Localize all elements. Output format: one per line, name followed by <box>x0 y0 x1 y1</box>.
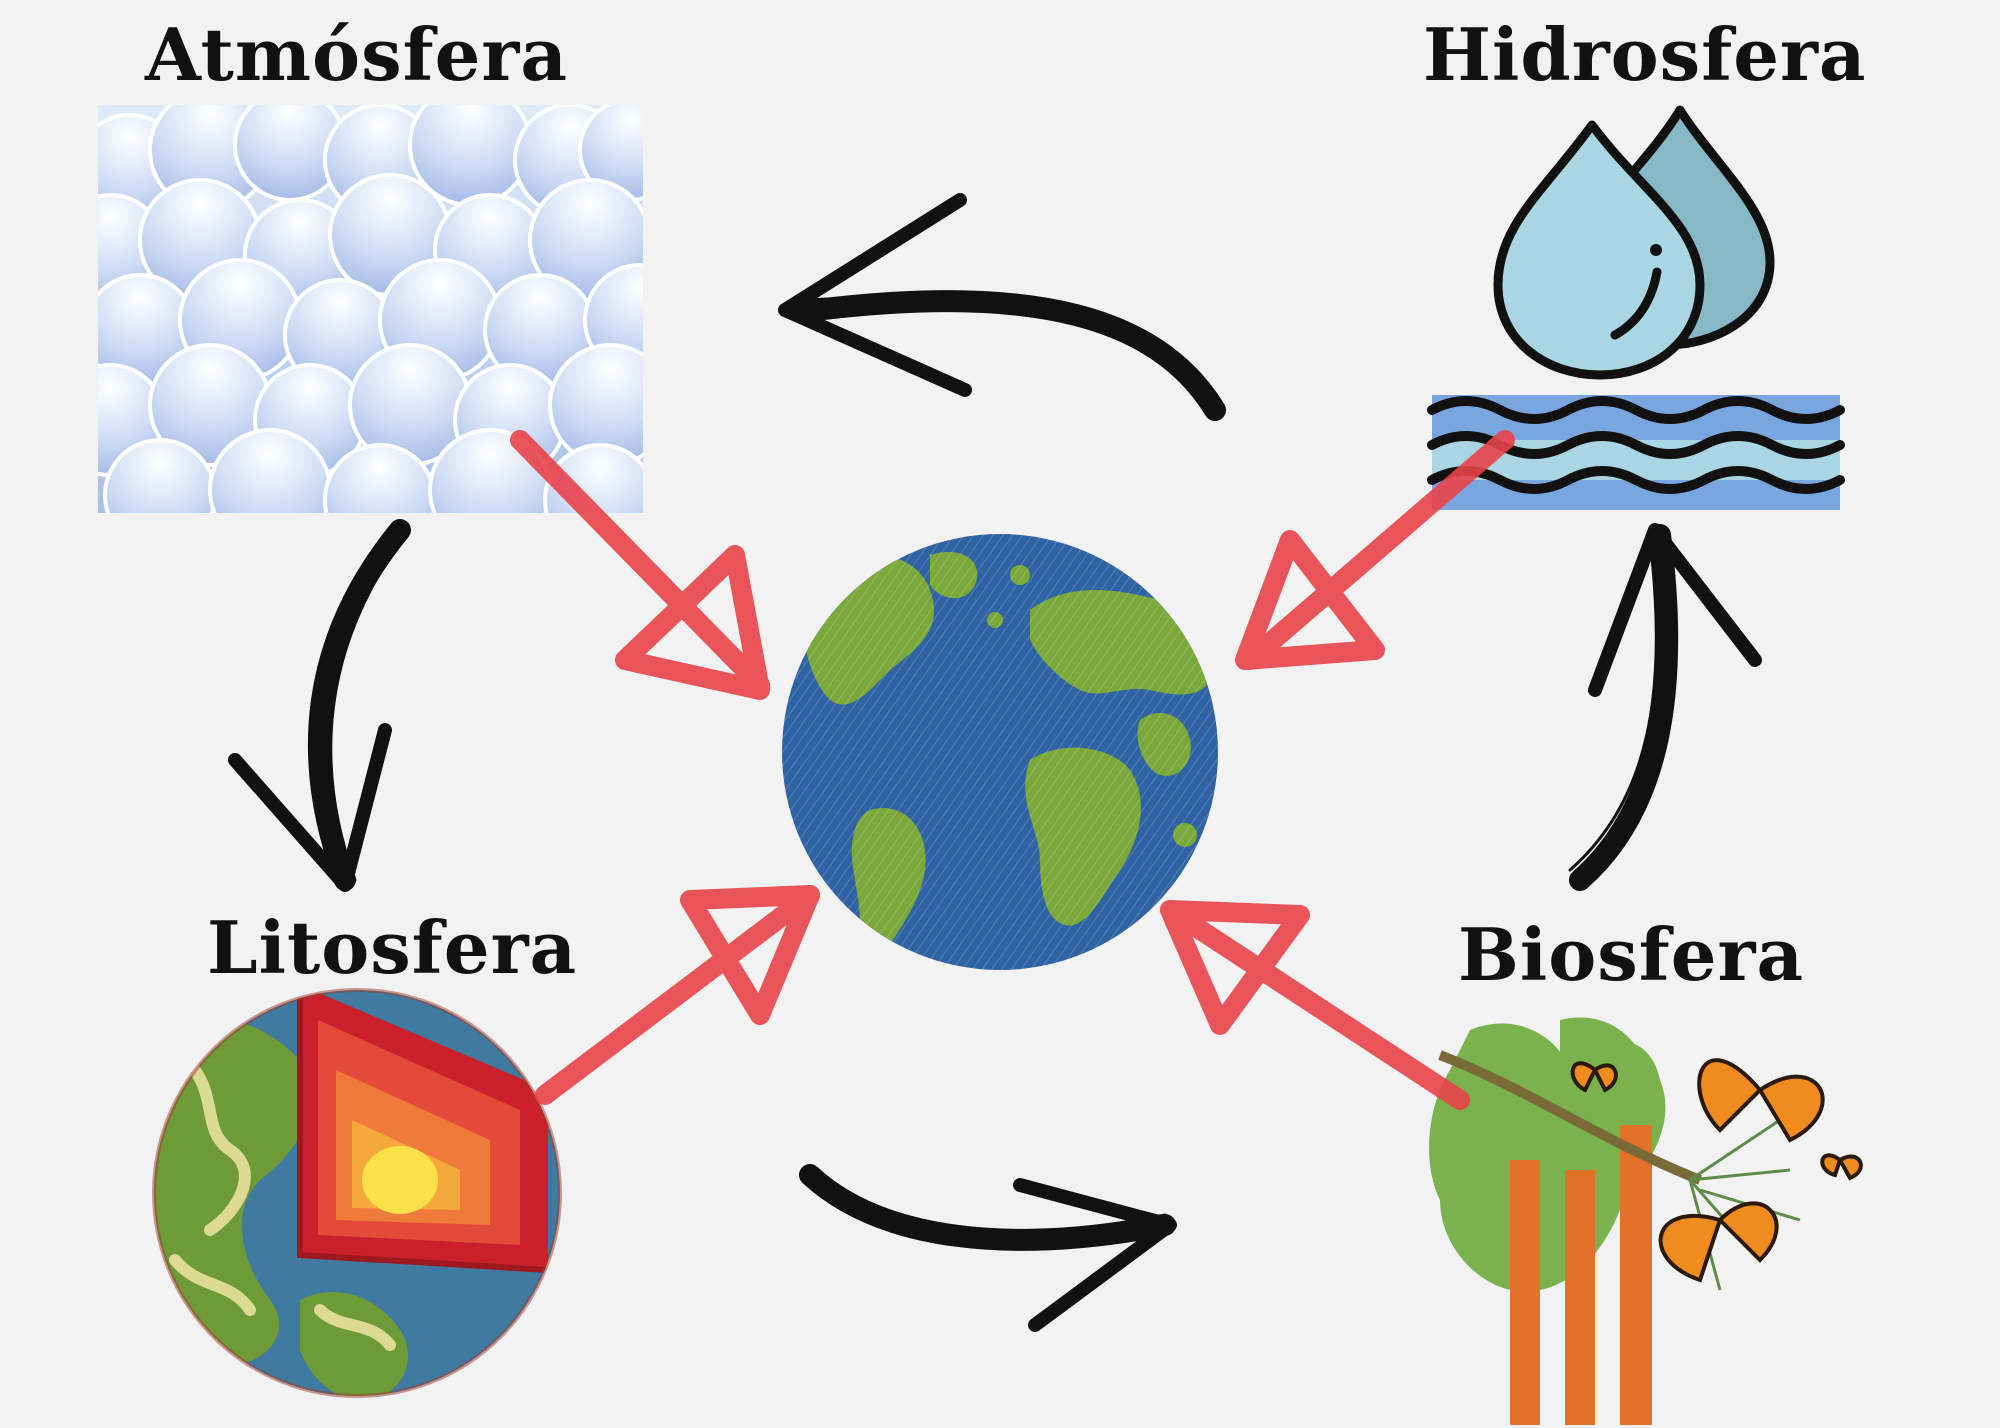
label-hydrosphere: Hidrosfera <box>1423 12 1867 97</box>
earth-layers-icon <box>152 988 562 1398</box>
earth-globe-icon <box>782 534 1218 970</box>
black-arrow-litho-to-bio <box>799 1164 1177 1332</box>
label-atmosphere: Atmósfera <box>145 12 568 97</box>
black-arrow-bio-to-hydro <box>1568 523 1762 891</box>
black-arrows <box>228 193 1762 1332</box>
clouds-icon <box>98 105 643 513</box>
forest-butterflies-icon <box>1429 1017 1863 1425</box>
black-arrow-atmo-to-litho <box>228 519 411 892</box>
red-arrow-hydrosphere <box>1235 430 1515 670</box>
label-biosphere: Biosfera <box>1458 912 1805 997</box>
label-lithosphere: Litosfera <box>207 905 578 990</box>
black-arrow-hydro-to-atmo <box>778 193 1226 421</box>
red-arrow-lithosphere <box>535 885 820 1105</box>
red-arrow-biosphere <box>1160 900 1470 1110</box>
red-arrow-atmosphere <box>510 430 770 700</box>
water-drops-waves-icon <box>1427 105 1845 510</box>
red-arrows <box>510 430 1515 1110</box>
